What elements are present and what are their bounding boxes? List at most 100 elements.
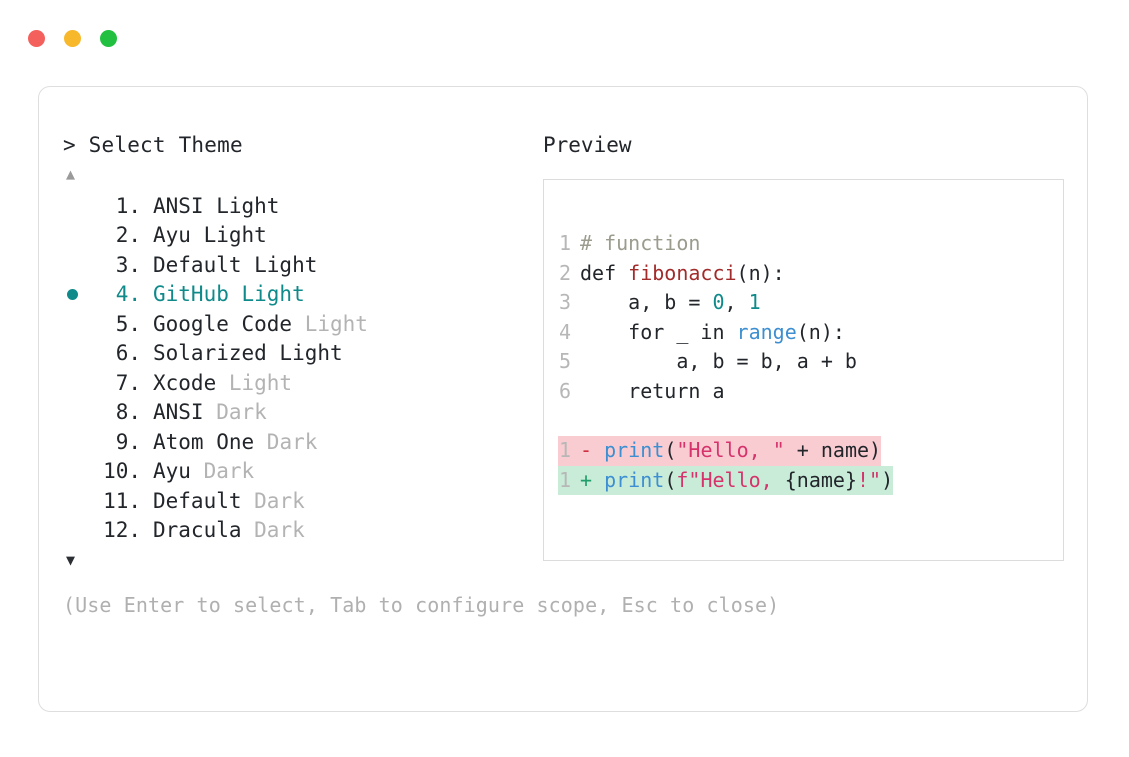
theme-list: 1.ANSI Light 2.Ayu Light 3.Default Light… [63,191,523,545]
theme-item-index: 9. [103,429,141,454]
theme-item-label: Xcode Light [141,371,292,395]
diff-row: 1+ print(f"Hello, {name}!") [558,465,894,496]
theme-item-index: 6. [103,341,141,366]
theme-item-label: Default Light [141,253,317,277]
code-token: fibonacci [628,260,737,285]
code-token: "Hello, " [676,438,785,463]
theme-list-item[interactable]: 1. ANSI Light [63,191,523,221]
theme-item-variant: Dark [190,459,255,484]
theme-list-item[interactable]: 10.Ayu Dark [63,457,523,487]
theme-item-index: 11. [103,488,141,513]
theme-item-name: Ayu [153,459,191,484]
code-token: + name) [784,438,882,463]
select-theme-prompt: > Select Theme [63,133,243,157]
theme-item-index: 4. [103,282,141,307]
theme-item-label: ANSI Light [141,194,279,218]
code-token: ( [664,467,677,492]
theme-item-name: Ayu Light [153,223,267,248]
minimize-window-dot[interactable] [64,30,81,47]
theme-list-item[interactable]: 4. GitHub Light [63,280,523,310]
code-token: (n): [796,319,845,344]
line-number: 4 [558,319,571,344]
theme-item-label: Default Dark [141,489,305,513]
theme-item-name: ANSI Light [153,193,280,218]
code-token: print [604,438,665,463]
theme-item-name: Dracula [153,518,242,543]
theme-item-index: 2. [103,223,141,248]
theme-item-label: Solarized Light [141,341,343,365]
theme-item-label: Ayu Light [141,223,267,247]
code-line: 6 return a [558,377,893,407]
code-token: {name} [784,467,857,492]
theme-list-item[interactable]: 5.Google Code Light [63,309,523,339]
theme-item-name: ANSI [153,400,204,425]
theme-picker-card: > Select Theme ▲ 1. ANSI Light 2. Ayu Ligh… [38,86,1088,712]
close-window-dot[interactable] [28,30,45,47]
code-token: for _ in [580,319,737,344]
code-token: range [736,319,797,344]
theme-item-label: Google Code Light [141,312,368,336]
scroll-up-icon[interactable]: ▲ [66,165,76,183]
selection-bullet-cell [63,288,93,300]
code-line: 5 a, b = b, a + b [558,347,893,377]
code-line: 3 a, b = 0, 1 [558,288,893,318]
theme-item-variant: Dark [254,429,318,454]
theme-item-name: Google Code [153,311,293,336]
theme-item-index: 8. [103,400,141,425]
theme-list-item[interactable]: 12.Dracula Dark [63,516,523,546]
theme-item-index: 12. [103,518,141,543]
code-token: !" [856,467,882,492]
theme-selection-pane: > Select Theme ▲ 1. ANSI Light 2. Ayu Ligh… [63,133,780,617]
theme-list-item[interactable]: 3.Default Light [63,250,523,280]
code-line: 1# function [558,229,893,259]
theme-item-variant: Dark [203,400,267,425]
theme-item-index: 10. [103,459,141,484]
code-line: 2 def fibonacci(n): [558,259,893,289]
theme-item-name: Default [153,488,242,513]
diff-plus-sign: + [580,467,605,492]
theme-item-label: Ayu Dark [141,459,254,483]
theme-list-item[interactable]: 9.Atom One Dark [63,427,523,457]
code-token: , [724,290,749,315]
code-token: def [580,260,629,285]
theme-item-index: 7. [103,370,141,395]
theme-list-item[interactable]: 7.Xcode Light [63,368,523,398]
line-number: 1 [558,438,571,463]
diff-row: 1- print("Hello, " + name) [558,436,893,466]
theme-list-item[interactable]: 2. Ayu Light [63,221,523,251]
window-controls [28,30,117,47]
theme-item-label: Dracula Dark [141,518,305,542]
code-token: return a [580,378,725,403]
theme-item-name: Xcode [153,370,217,395]
preview-title: Preview [543,133,632,157]
diff-minus-sign: - [580,438,605,463]
theme-item-label: GitHub Light [141,282,305,306]
code-token: # function [580,231,701,255]
line-number: 1 [558,467,571,492]
keyboard-hint: (Use Enter to select, Tab to configure s… [63,593,780,617]
theme-item-index: 3. [103,252,141,277]
code-token: a, b = b, a + b [580,349,857,374]
scroll-down-icon[interactable]: ▼ [66,551,76,569]
line-number: 2 [558,260,571,285]
theme-item-variant: Dark [241,488,305,513]
maximize-window-dot[interactable] [100,30,117,47]
selected-bullet-icon [67,288,78,300]
code-token: ( [664,438,677,463]
theme-item-index: 1. [103,193,141,218]
theme-list-item[interactable]: 11.Default Dark [63,486,523,516]
theme-list-item[interactable]: 8.ANSI Dark [63,398,523,428]
code-token: 1 [748,290,761,315]
code-token: f"Hello, [676,467,785,492]
theme-item-index: 5. [103,311,141,336]
theme-item-label: ANSI Dark [141,400,267,424]
theme-item-variant: Light [216,370,293,395]
theme-item-name: GitHub Light [153,282,305,307]
theme-list-item[interactable]: 6. Solarized Light [63,339,523,369]
theme-item-name: Solarized Light [153,341,343,366]
line-number: 3 [558,290,571,315]
code-token: (n): [736,260,785,285]
theme-item-label: Atom One Dark [141,430,317,454]
